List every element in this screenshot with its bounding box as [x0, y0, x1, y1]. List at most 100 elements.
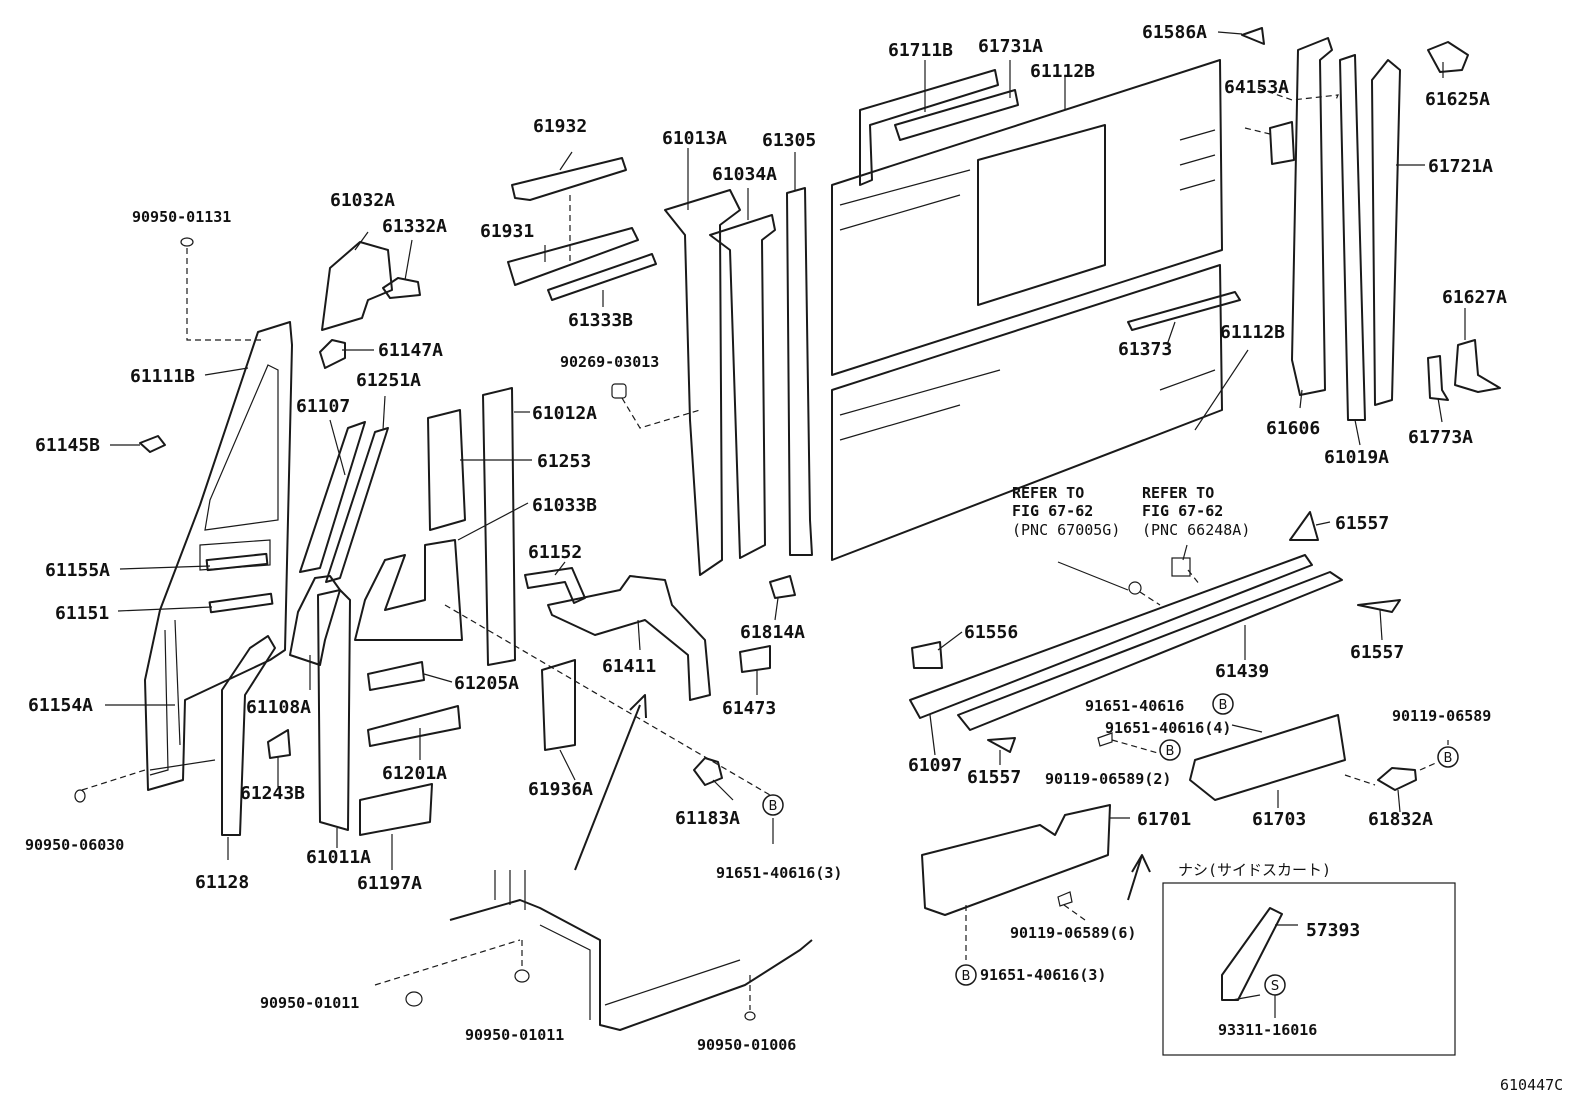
marker-b-5: B — [955, 964, 977, 986]
label-90950-01131: 90950-01131 — [132, 208, 231, 226]
label-61627A: 61627A — [1442, 287, 1507, 308]
label-61931: 61931 — [480, 221, 534, 242]
marker-b-2: B — [1212, 693, 1234, 715]
label-61253: 61253 — [537, 451, 591, 472]
label-61606: 61606 — [1266, 418, 1320, 439]
part-61627A — [1454, 339, 1501, 393]
part-61251A — [325, 427, 389, 583]
inset-box — [1162, 882, 1456, 1056]
part-61205A — [367, 661, 425, 691]
part-61931 — [507, 227, 639, 286]
label-61701: 61701 — [1137, 809, 1191, 830]
label-61439: 61439 — [1215, 661, 1269, 682]
part-61439 — [957, 571, 1343, 731]
refer2-line2: FIG 67-62 — [1142, 502, 1223, 520]
label-90950-06030: 90950-06030 — [25, 836, 124, 854]
part-61151 — [208, 592, 274, 614]
label-91651-40616: 91651-40616 — [1085, 697, 1184, 715]
part-61557-a — [1289, 511, 1319, 541]
figure-code: 610447C — [1500, 1076, 1563, 1094]
plug-90950-01011-a — [405, 991, 423, 1007]
label-61128: 61128 — [195, 872, 249, 893]
part-61332A — [382, 277, 421, 299]
plug-90950-06030 — [74, 789, 86, 803]
clip-90269-03013 — [611, 383, 627, 399]
part-61145B — [139, 435, 166, 453]
part-57393 — [1221, 907, 1283, 1001]
label-61721A: 61721A — [1428, 156, 1493, 177]
label-61936A: 61936A — [528, 779, 593, 800]
label-61473: 61473 — [722, 698, 776, 719]
label-90119-06589-2: 90119-06589(2) — [1045, 770, 1171, 788]
marker-b-3: B — [1159, 739, 1181, 761]
label-90950-01011-a: 90950-01011 — [260, 994, 359, 1012]
label-61205A: 61205A — [454, 673, 519, 694]
part-61183A — [693, 757, 723, 786]
part-61373 — [1127, 291, 1241, 331]
refer1-line3: (PNC 67005G) — [1012, 521, 1120, 539]
label-61411: 61411 — [602, 656, 656, 677]
part-61556 — [911, 641, 943, 669]
part-61112B-upper — [831, 59, 1223, 376]
svg-text:B: B — [962, 969, 971, 984]
label-61305: 61305 — [762, 130, 816, 151]
part-61557-c — [987, 737, 1016, 753]
part-61097 — [909, 554, 1313, 719]
part-61019A — [1339, 54, 1366, 421]
svg-text:B: B — [769, 799, 778, 814]
label-61557-b: 61557 — [1350, 642, 1404, 663]
svg-text:S: S — [1271, 979, 1279, 994]
clip-refer-67005g — [1128, 581, 1142, 595]
part-61333B — [547, 253, 657, 301]
label-61013A: 61013A — [662, 128, 727, 149]
part-61305 — [786, 187, 813, 556]
leader-lines — [81, 31, 1466, 1018]
part-61197A — [359, 783, 433, 836]
label-61112B-top: 61112B — [1030, 61, 1095, 82]
part-61128 — [221, 635, 276, 836]
label-61012A: 61012A — [532, 403, 597, 424]
part-labels: 90950-01131 61032A 61332A 61932 61931 61… — [25, 22, 1563, 1094]
label-61033B: 61033B — [532, 495, 597, 516]
arrow-head — [629, 694, 647, 719]
part-61111B — [144, 321, 293, 791]
label-61703: 61703 — [1252, 809, 1306, 830]
marker-b-4: B — [1437, 746, 1459, 768]
part-64153A — [1269, 121, 1295, 165]
label-61557-a: 61557 — [1335, 513, 1389, 534]
label-61814A: 61814A — [740, 622, 805, 643]
part-61032A — [321, 241, 393, 331]
part-61201A — [367, 705, 461, 747]
part-61253 — [427, 409, 466, 531]
label-61711B: 61711B — [888, 40, 953, 61]
part-61721A — [1371, 59, 1401, 406]
label-61032A: 61032A — [330, 190, 395, 211]
pad-refer-66248a — [1171, 557, 1191, 577]
part-61625A — [1427, 41, 1469, 73]
label-61932: 61932 — [533, 116, 587, 137]
part-61147A — [319, 339, 346, 369]
label-61151: 61151 — [55, 603, 109, 624]
part-61152 — [524, 567, 586, 604]
label-61333B: 61333B — [568, 310, 633, 331]
part-61936A — [541, 659, 576, 751]
label-61243B: 61243B — [240, 783, 305, 804]
label-61154A: 61154A — [28, 695, 93, 716]
plug-90950-01006 — [744, 1011, 756, 1021]
label-61112B-bottom: 61112B — [1220, 322, 1285, 343]
plug-90950-01011-b — [514, 969, 530, 983]
part-61112B-lower — [831, 264, 1223, 561]
label-61097: 61097 — [908, 755, 962, 776]
part-61814A — [769, 575, 796, 599]
label-61108A: 61108A — [246, 697, 311, 718]
svg-text:B: B — [1444, 751, 1453, 766]
label-61107: 61107 — [296, 396, 350, 417]
label-61155A: 61155A — [45, 560, 110, 581]
label-91651-40616-3a: 91651-40616(3) — [716, 864, 842, 882]
label-61373: 61373 — [1118, 339, 1172, 360]
part-61932 — [511, 157, 627, 201]
label-61586A: 61586A — [1142, 22, 1207, 43]
refer2-line3: (PNC 66248A) — [1142, 521, 1250, 539]
label-64153A: 64153A — [1224, 77, 1289, 98]
part-61832A — [1377, 767, 1417, 791]
